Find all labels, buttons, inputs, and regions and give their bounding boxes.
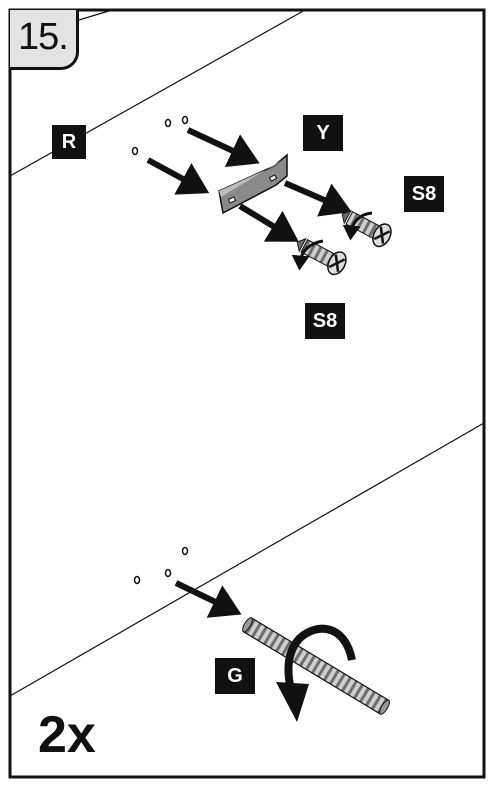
part-label-s8-bottom: S8 <box>305 303 345 339</box>
step-tab <box>10 10 79 70</box>
screw-arrow <box>238 203 299 242</box>
hole <box>181 115 189 125</box>
hole <box>131 146 139 156</box>
rotation-arrowhead-icon <box>276 682 309 722</box>
part-label-s8-top: S8 <box>404 176 444 212</box>
screw-s8 <box>296 237 347 276</box>
panel-edge-upper-1 <box>78 9 113 21</box>
hole <box>133 575 141 585</box>
hole <box>181 546 189 556</box>
insert-arrow <box>146 157 210 195</box>
screw-arrow <box>283 180 352 217</box>
part-label-g: G <box>215 658 255 694</box>
insert-arrow <box>174 580 242 618</box>
bracket-part <box>218 153 288 215</box>
screw-s8 <box>341 209 392 248</box>
rotate-arrow-icon <box>291 239 324 271</box>
threaded-rod <box>242 617 390 715</box>
step-number: 15. <box>18 16 69 58</box>
panel-edge-lower <box>9 422 485 697</box>
hole <box>164 118 172 128</box>
part-label-r: R <box>52 125 86 159</box>
quantity-label: 2x <box>38 706 96 764</box>
insert-arrow <box>186 127 260 167</box>
rotate-arrow-icon <box>342 211 373 241</box>
panel-border <box>8 8 486 779</box>
rotation-arrow-icon <box>284 624 356 691</box>
part-label-y: Y <box>303 115 343 151</box>
hole <box>164 568 172 578</box>
